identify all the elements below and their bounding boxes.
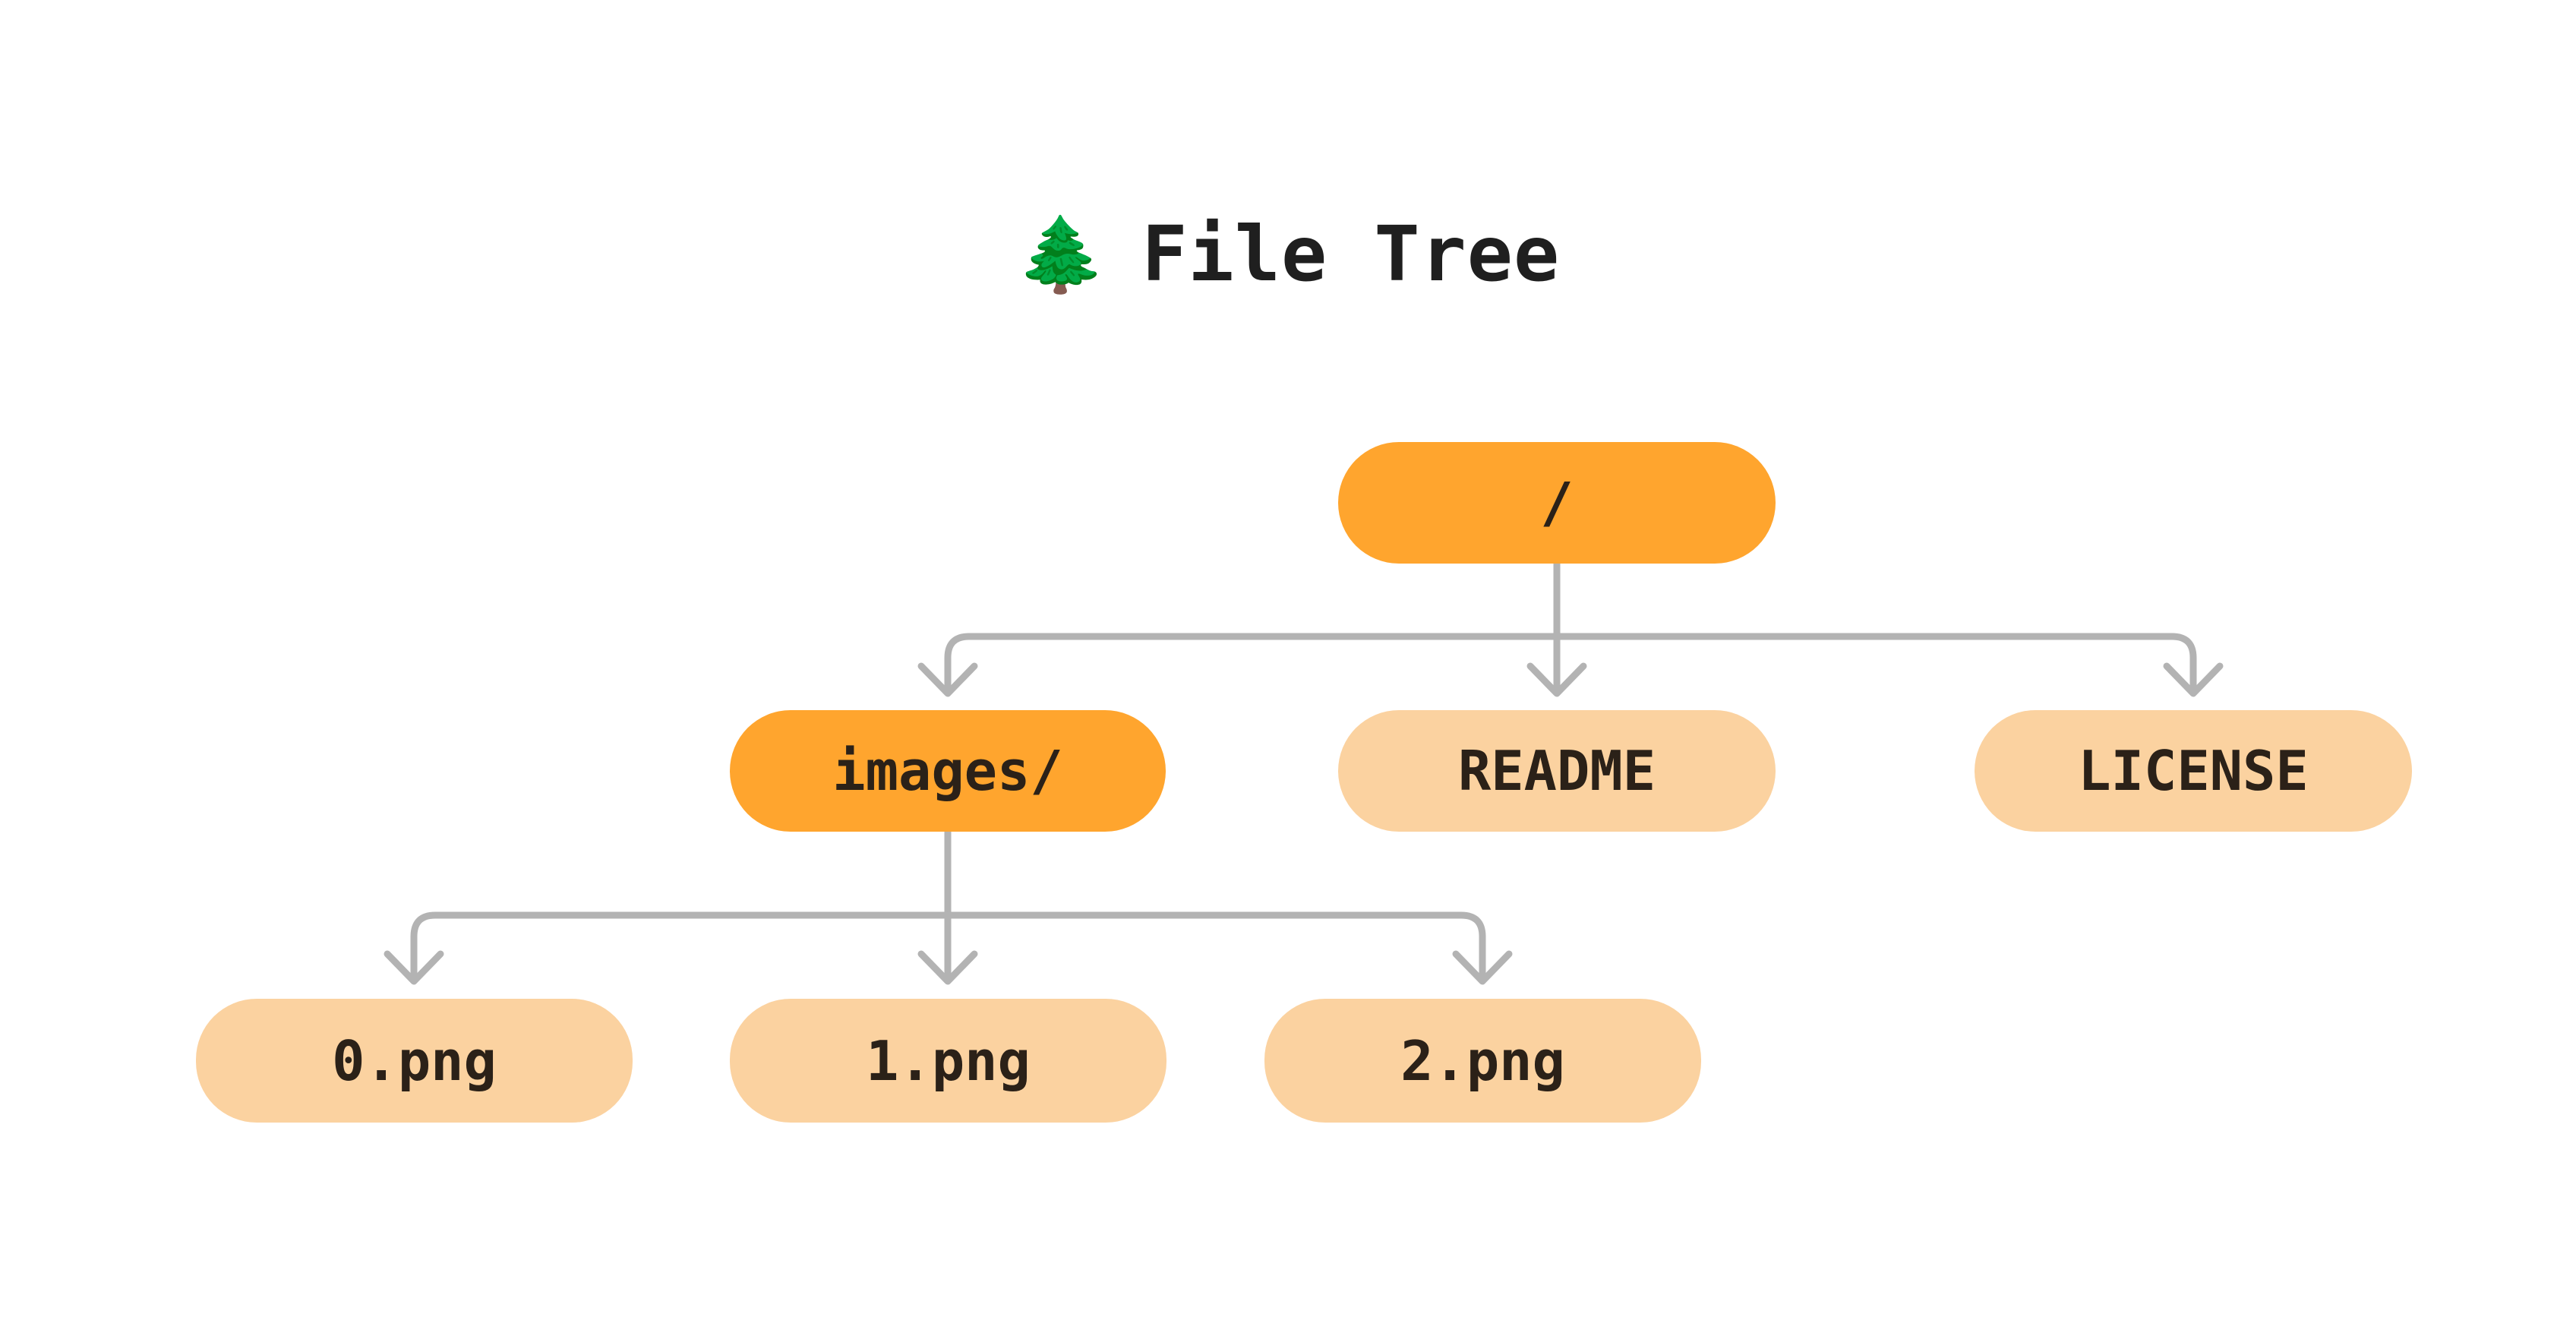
tree-node-root-label: / — [1540, 471, 1574, 535]
arrowhead-png0 — [384, 950, 444, 985]
tree-node-readme[interactable]: README — [1338, 710, 1776, 832]
tree-node-png0[interactable]: 0.png — [196, 999, 633, 1123]
tree-node-license[interactable]: LICENSE — [1975, 710, 2412, 832]
arrowhead-png1 — [917, 950, 978, 985]
tree-node-images-label: images/ — [832, 739, 1063, 803]
tree-node-readme-label: README — [1457, 739, 1656, 803]
arrowhead-readme — [1526, 662, 1587, 697]
tree-node-png0-label: 0.png — [332, 1028, 497, 1093]
arrowhead-license — [2163, 662, 2224, 697]
edge-root-to-images — [944, 633, 1561, 692]
tree-node-png1[interactable]: 1.png — [730, 999, 1166, 1123]
tree-node-png2-label: 2.png — [1400, 1028, 1565, 1093]
edge-images-to-png0 — [410, 911, 952, 980]
tree-node-root[interactable]: / — [1338, 442, 1776, 564]
tree-node-images[interactable]: images/ — [730, 710, 1166, 832]
tree-node-license-label: LICENSE — [2078, 739, 2309, 803]
arrowhead-png2 — [1452, 950, 1513, 985]
tree-node-png1-label: 1.png — [866, 1028, 1031, 1093]
tree-node-png2[interactable]: 2.png — [1264, 999, 1701, 1123]
edge-root-to-license — [1553, 633, 2197, 692]
edge-images-to-png2 — [944, 911, 1486, 980]
arrowhead-images — [917, 662, 978, 697]
